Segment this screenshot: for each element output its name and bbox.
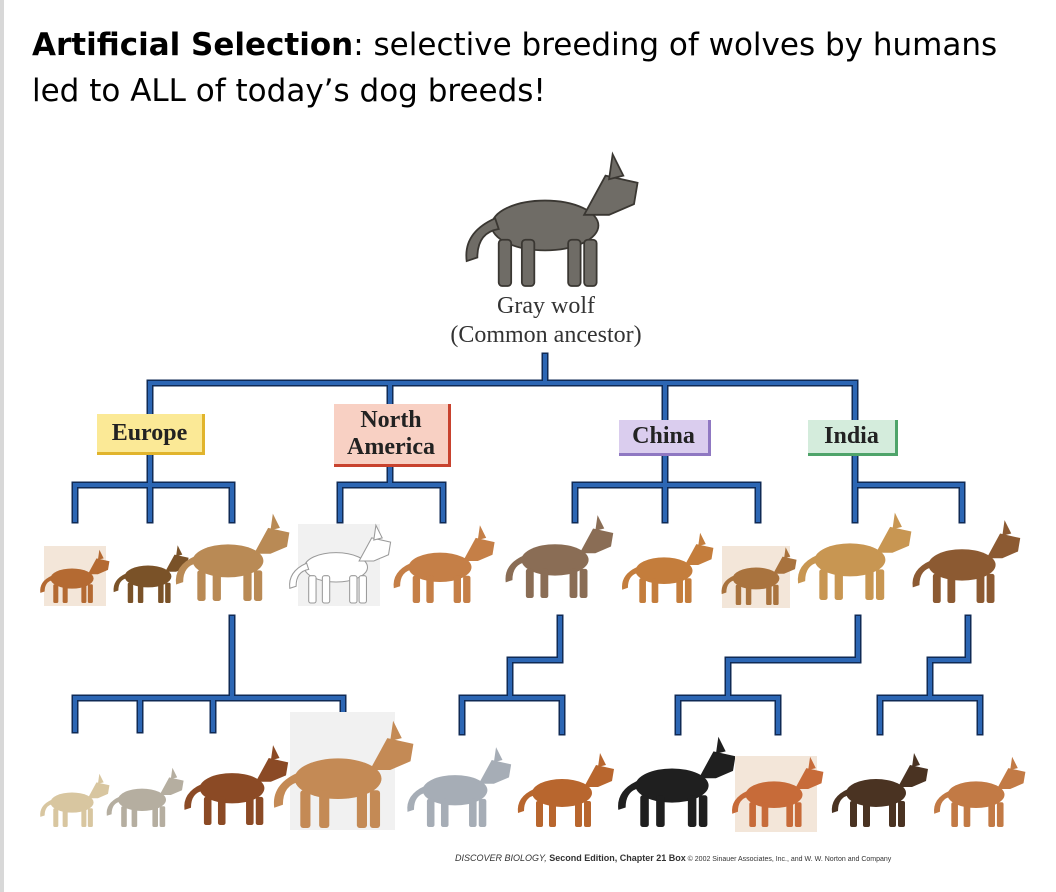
- credit-edition: Second Edition, Chapter 21 Box: [546, 853, 686, 863]
- region-europe-text: Europe: [111, 419, 188, 446]
- credit-book: DISCOVER BIOLOGY,: [455, 853, 547, 863]
- chow-chow-illustration: [622, 532, 714, 603]
- afghan-hound-illustration: [618, 736, 736, 827]
- pug-illustration: [40, 773, 110, 827]
- region-china-text: China: [632, 423, 695, 449]
- slide-edge: [0, 0, 4, 892]
- slide-heading: Artificial Selection: selective breeding…: [32, 22, 1052, 114]
- region-label-europe: Europe: [97, 414, 205, 455]
- husky-illustration: [407, 747, 512, 827]
- region-label-china: China: [619, 420, 711, 456]
- bloodhound-illustration: [912, 520, 1021, 603]
- heading-rest: : selective breeding of wolves by humans…: [32, 27, 998, 109]
- region-north-america-line1: North: [360, 407, 422, 433]
- region-north-america-line2: America: [347, 434, 435, 460]
- region-india-text: India: [824, 423, 879, 449]
- brittany-illustration: [934, 756, 1026, 827]
- heading-bold: Artificial Selection: [32, 27, 354, 63]
- saint-bernard-illustration: [184, 745, 289, 825]
- saluki-illustration: [797, 512, 912, 600]
- dogs-row-2: [40, 712, 1026, 832]
- image-credit: DISCOVER BIOLOGY, Second Edition, Chapte…: [455, 853, 1045, 863]
- root-label-name: Gray wolf: [497, 293, 595, 319]
- bulldog-illustration: [106, 767, 184, 827]
- branch-lines: [71, 352, 984, 736]
- mastiff-illustration: [175, 513, 290, 601]
- north-american-dog-illustration: [393, 525, 495, 603]
- dingo-illustration: [517, 753, 614, 827]
- gray-wolf-illustration: [465, 153, 639, 287]
- credit-rights: © 2002 Sinauer Associates, Inc., and W. …: [685, 856, 892, 863]
- hound-illustration: [831, 753, 928, 827]
- chinese-wolf-dog-illustration: [505, 515, 614, 598]
- root-label-note: (Common ancestor): [450, 322, 642, 348]
- region-label-india: India: [808, 420, 898, 456]
- root-label: Gray wolf (Common ancestor): [396, 292, 696, 350]
- dogs-row-1: [40, 512, 1021, 608]
